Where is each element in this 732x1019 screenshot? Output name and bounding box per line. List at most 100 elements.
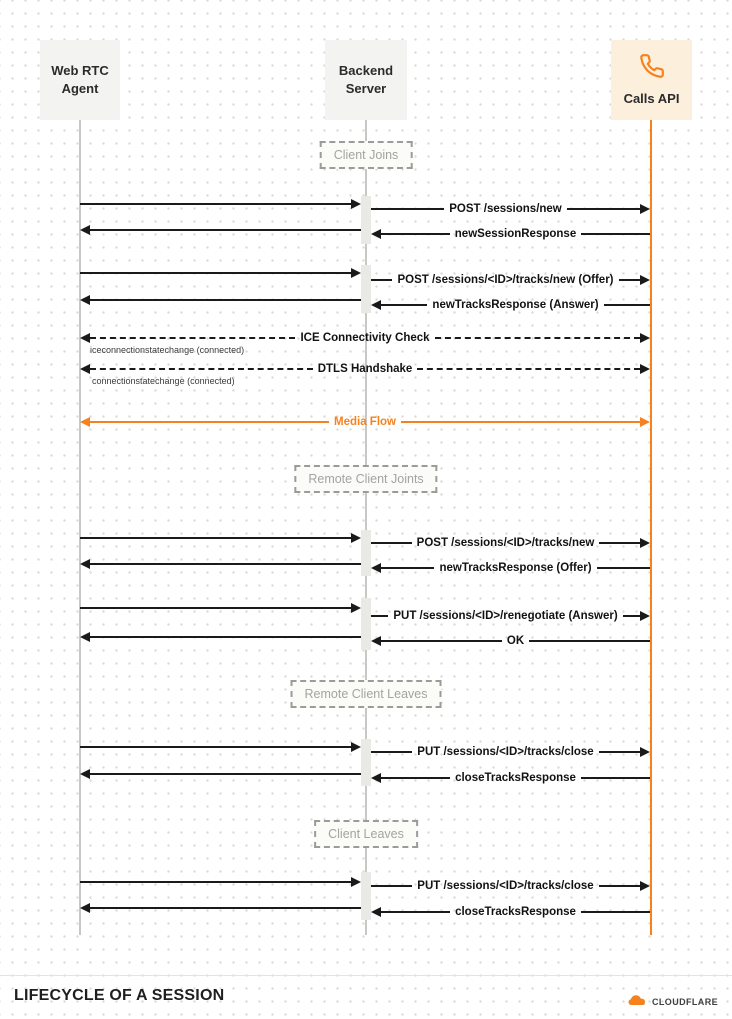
message-label: OK: [506, 635, 525, 647]
arrowhead-right: [351, 742, 361, 752]
lifeline-web-rtc-agent: [79, 120, 81, 935]
message-label: newSessionResponse: [454, 228, 577, 240]
arrowhead-right: [351, 533, 361, 543]
arrowhead-left: [80, 632, 90, 642]
actor-label: Server: [345, 81, 387, 96]
arrowhead-right: [640, 275, 650, 285]
arrowhead-left: [80, 295, 90, 305]
message-label: ICE Connectivity Check: [300, 332, 430, 344]
arrowhead-right: [640, 538, 651, 548]
arrowhead-right: [351, 877, 361, 887]
actor-label: Agent: [61, 81, 99, 96]
message-label: POST /sessions/new: [449, 203, 562, 215]
message-dtls-handshake: DTLS Handshake: [80, 359, 651, 379]
arrowhead-right: [640, 204, 651, 214]
arrow-line: [599, 542, 641, 544]
actor-web-rtc-agent: Web RTC Agent: [40, 40, 120, 120]
message-backend-to-agent: [80, 627, 361, 647]
arrow-line: [603, 304, 651, 306]
arrow-line: [381, 567, 435, 569]
actor-label: Backend: [338, 63, 394, 79]
message-backend-to-calls: POST /sessions/new: [371, 199, 651, 219]
arrowhead-left: [80, 225, 90, 235]
message-calls-to-backend: closeTracksResponse: [371, 768, 651, 788]
message-backend-to-agent: [80, 898, 361, 918]
arrow-line: [90, 337, 296, 339]
message-backend-to-agent: [80, 554, 361, 574]
arrow-line: [90, 636, 361, 638]
message-agent-to-backend: [80, 263, 361, 283]
arrow-line: [417, 368, 641, 370]
message-label: newTracksResponse (Answer): [432, 299, 599, 311]
arrowhead-right: [640, 333, 650, 343]
actor-backend-server: Backend Server: [325, 40, 407, 120]
group-remote-client-leaves: Remote Client Leaves: [290, 680, 442, 708]
arrowhead-right: [640, 364, 651, 374]
arrowhead-right: [351, 603, 361, 613]
arrow-line: [90, 421, 330, 423]
group-remote-client-joins: Remote Client Joints: [294, 465, 438, 493]
arrow-line: [80, 607, 351, 609]
arrowhead-left: [80, 903, 90, 913]
arrowhead-left: [371, 907, 381, 917]
actor-label: Calls API: [623, 90, 680, 106]
message-agent-to-backend: [80, 872, 361, 892]
lifeline-calls-api: [650, 120, 652, 935]
message-agent-to-backend: [80, 194, 361, 214]
message-agent-to-backend: [80, 528, 361, 548]
message-media-flow: Media Flow: [80, 412, 651, 432]
arrow-line: [371, 615, 389, 617]
arrow-line: [80, 881, 351, 883]
arrow-line: [80, 272, 351, 274]
arrowhead-left: [80, 333, 90, 343]
message-label: closeTracksResponse: [455, 772, 576, 784]
arrowhead-left: [371, 773, 381, 783]
arrow-line: [371, 208, 445, 210]
arrowhead-right: [640, 747, 650, 757]
activation-bar: [361, 872, 371, 920]
arrow-line: [381, 233, 450, 235]
message-backend-to-agent: [80, 764, 361, 784]
arrow-line: [596, 567, 651, 569]
arrowhead-left: [371, 300, 381, 310]
message-calls-to-backend: newSessionResponse: [371, 224, 650, 244]
arrow-line: [618, 279, 640, 281]
message-backend-to-agent: [80, 220, 361, 240]
message-calls-to-backend: newTracksResponse (Answer): [371, 295, 651, 315]
message-label: PUT /sessions/<ID>/renegotiate (Answer): [393, 610, 618, 622]
arrow-line: [529, 640, 650, 642]
message-label: DTLS Handshake: [317, 363, 413, 375]
arrow-line: [90, 229, 361, 231]
activation-bar: [361, 598, 371, 650]
message-calls-to-backend: OK: [371, 631, 650, 651]
footer-divider: [0, 975, 732, 976]
arrow-line: [598, 751, 640, 753]
actor-calls-api: Calls API: [611, 40, 692, 120]
message-backend-to-calls: PUT /sessions/<ID>/tracks/close: [371, 876, 650, 896]
arrow-line: [371, 885, 413, 887]
arrow-line: [90, 773, 361, 775]
message-label: PUT /sessions/<ID>/tracks/close: [417, 746, 594, 758]
message-calls-to-backend: closeTracksResponse: [371, 902, 651, 922]
arrow-line: [434, 337, 640, 339]
arrow-line: [381, 304, 428, 306]
actor-label: Web RTC: [51, 63, 109, 79]
arrowhead-right: [351, 268, 361, 278]
activation-bar: [361, 265, 371, 313]
arrow-line: [580, 911, 651, 913]
message-label: newTracksResponse (Offer): [439, 562, 592, 574]
message-backend-to-calls: PUT /sessions/<ID>/tracks/close: [371, 742, 650, 762]
message-calls-to-backend: newTracksResponse (Offer): [371, 558, 651, 578]
arrow-line: [371, 542, 412, 544]
cloudflare-wordmark: CLOUDFLARE: [652, 997, 718, 1007]
arrow-line: [90, 907, 361, 909]
cloudflare-cloud-icon: [628, 993, 648, 1011]
message-label: POST /sessions/<ID>/tracks/new: [416, 537, 595, 549]
event-label-connectionstatechange: connectionstatechange (connected): [92, 376, 235, 386]
arrow-line: [598, 885, 640, 887]
arrow-line: [622, 615, 641, 617]
message-agent-to-backend: [80, 598, 361, 618]
arrow-line: [80, 537, 351, 539]
arrow-line: [90, 299, 361, 301]
